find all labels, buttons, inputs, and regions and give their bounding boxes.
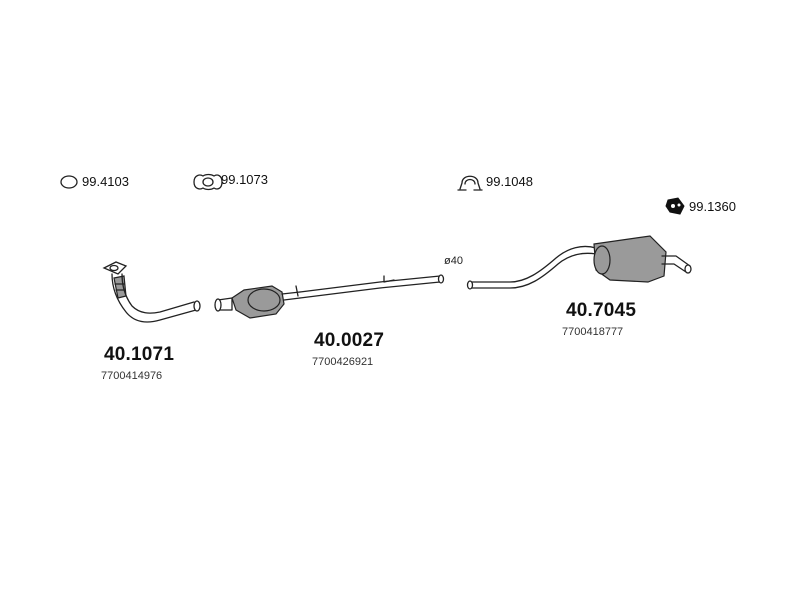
oem-number-catalytic-pipe: 7700426921 [312, 356, 374, 368]
accessory-code-hanger: 99.1360 [689, 199, 736, 214]
oem-number-front-pipe: 7700414976 [101, 370, 163, 382]
accessory-code-clamp: 99.1048 [486, 174, 533, 189]
part-number-rear-silencer: 40.7045 [566, 300, 637, 321]
rear-silencer-icon [466, 235, 692, 290]
rubber-hanger-icon [665, 197, 685, 215]
oem-number-rear-silencer: 7700418777 [562, 326, 624, 338]
accessory-code-o-ring: 99.4103 [82, 174, 129, 189]
accessory-code-flange-gasket: 99.1073 [221, 172, 268, 187]
o-ring-gasket-icon [60, 175, 78, 189]
pipe-diameter-label: ø40 [444, 255, 463, 267]
front-pipe-icon [102, 261, 201, 323]
flange-gasket-icon [193, 173, 223, 191]
pipe-clamp-icon [457, 175, 483, 191]
catalytic-converter-pipe-icon [214, 274, 445, 319]
part-number-front-pipe: 40.1071 [104, 344, 175, 365]
part-number-catalytic-pipe: 40.0027 [314, 330, 385, 351]
